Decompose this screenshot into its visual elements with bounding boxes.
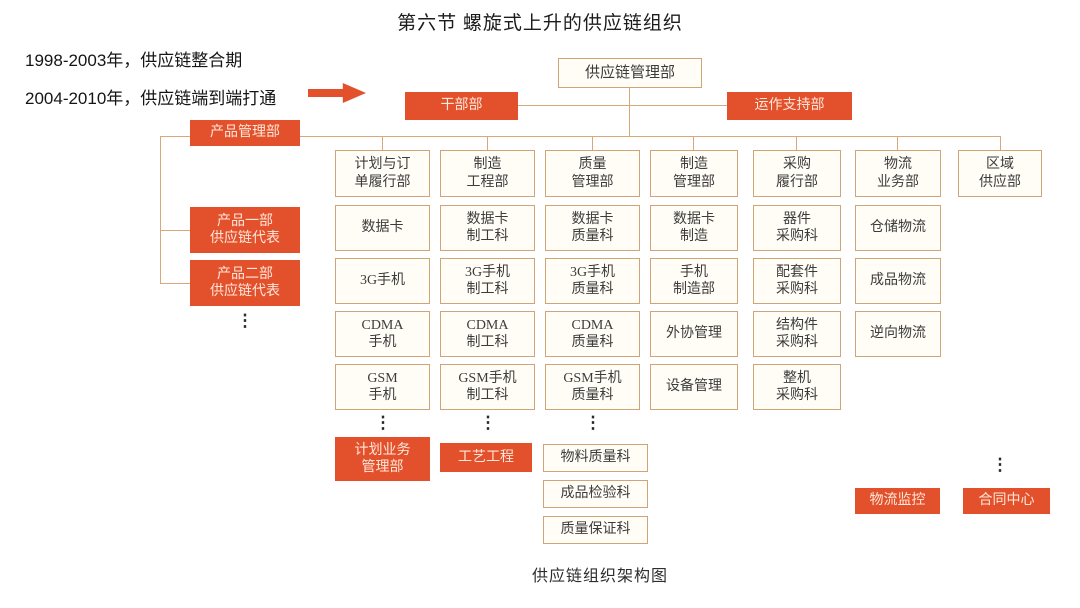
node-logistics-monitoring: 物流监控 bbox=[855, 488, 940, 514]
node-plan-business-mgmt-dept: 计划业务 管理部 bbox=[335, 437, 430, 481]
node-col2-item: CDMA 制工科 bbox=[440, 311, 535, 357]
connector-bus bbox=[160, 136, 1001, 137]
node-col7-header: 区域 供应部 bbox=[958, 150, 1042, 197]
node-finished-inspection: 成品检验科 bbox=[543, 480, 648, 508]
node-material-quality: 物料质量科 bbox=[543, 444, 648, 472]
node-col4-item: 数据卡 制造 bbox=[650, 205, 738, 251]
node-product-dept-2-rep: 产品二部 供应链代表 bbox=[190, 260, 300, 306]
node-col1-item: CDMA 手机 bbox=[335, 311, 430, 357]
connector-drop-col5 bbox=[796, 136, 797, 151]
node-col3-item: 3G手机 质量科 bbox=[545, 258, 640, 304]
connector-drop-col6 bbox=[897, 136, 898, 151]
node-col4-item: 手机 制造部 bbox=[650, 258, 738, 304]
node-col6-item: 仓储物流 bbox=[855, 205, 941, 251]
node-col1-item: 数据卡 bbox=[335, 205, 430, 251]
node-col5-item: 配套件 采购科 bbox=[753, 258, 841, 304]
connector-drop-col3 bbox=[592, 136, 593, 151]
node-cadre-dept: 干部部 bbox=[405, 92, 518, 120]
node-col5-item: 结构件 采购科 bbox=[753, 311, 841, 357]
node-col4-item: 设备管理 bbox=[650, 364, 738, 410]
node-col2-item: GSM手机 制工科 bbox=[440, 364, 535, 410]
connector-drop-col7 bbox=[1000, 136, 1001, 151]
node-supply-chain-mgmt: 供应链管理部 bbox=[558, 58, 702, 88]
node-col3-item: CDMA 质量科 bbox=[545, 311, 640, 357]
ellipsis-col1: ⋮ bbox=[374, 412, 392, 432]
node-col1-item: 3G手机 bbox=[335, 258, 430, 304]
ellipsis-product-branch: ⋮ bbox=[236, 310, 254, 330]
connector-product-stub-1 bbox=[160, 230, 190, 231]
node-col1-header: 计划与订 单履行部 bbox=[335, 150, 430, 197]
ellipsis-col3: ⋮ bbox=[584, 412, 602, 432]
node-col2-header: 制造 工程部 bbox=[440, 150, 535, 197]
node-col5-header: 采购 履行部 bbox=[753, 150, 841, 197]
diagram-caption: 供应链组织架构图 bbox=[531, 568, 668, 585]
right-arrow-icon bbox=[308, 83, 366, 103]
node-product-mgmt-dept: 产品管理部 bbox=[190, 120, 300, 146]
node-col3-header: 质量 管理部 bbox=[545, 150, 640, 197]
node-col4-header: 制造 管理部 bbox=[650, 150, 738, 197]
node-col6-header: 物流 业务部 bbox=[855, 150, 941, 197]
connector-drop-col4 bbox=[693, 136, 694, 151]
connector-product-stub-2 bbox=[160, 283, 190, 284]
connector-drop-col2 bbox=[487, 136, 488, 151]
node-col4-item: 外协管理 bbox=[650, 311, 738, 357]
annotation-period-1: 1998-2003年，供应链整合期 bbox=[25, 51, 243, 70]
node-col2-item: 3G手机 制工科 bbox=[440, 258, 535, 304]
node-contract-center: 合同中心 bbox=[963, 488, 1050, 514]
node-col6-item: 成品物流 bbox=[855, 258, 941, 304]
node-col3-item: GSM手机 质量科 bbox=[545, 364, 640, 410]
node-col6-item: 逆向物流 bbox=[855, 311, 941, 357]
page-title: 第六节 螺旋式上升的供应链组织 bbox=[397, 13, 683, 34]
node-product-dept-1-rep: 产品一部 供应链代表 bbox=[190, 207, 300, 253]
ellipsis-col2: ⋮ bbox=[479, 412, 497, 432]
node-col3-item: 数据卡 质量科 bbox=[545, 205, 640, 251]
node-quality-assurance: 质量保证科 bbox=[543, 516, 648, 544]
connector-drop-col1 bbox=[382, 136, 383, 151]
ellipsis-col7: ⋮ bbox=[991, 454, 1009, 474]
connector-staff-horizontal bbox=[518, 105, 727, 106]
node-process-engineering: 工艺工程 bbox=[440, 443, 532, 472]
node-col1-item: GSM 手机 bbox=[335, 364, 430, 410]
node-col5-item: 整机 采购科 bbox=[753, 364, 841, 410]
node-col2-item: 数据卡 制工科 bbox=[440, 205, 535, 251]
node-operation-support-dept: 运作支持部 bbox=[727, 92, 852, 120]
annotation-period-2: 2004-2010年，供应链端到端打通 bbox=[25, 89, 277, 108]
node-col5-item: 器件 采购科 bbox=[753, 205, 841, 251]
connector-root-vertical bbox=[629, 88, 630, 137]
connector-product-bracket bbox=[160, 136, 161, 284]
